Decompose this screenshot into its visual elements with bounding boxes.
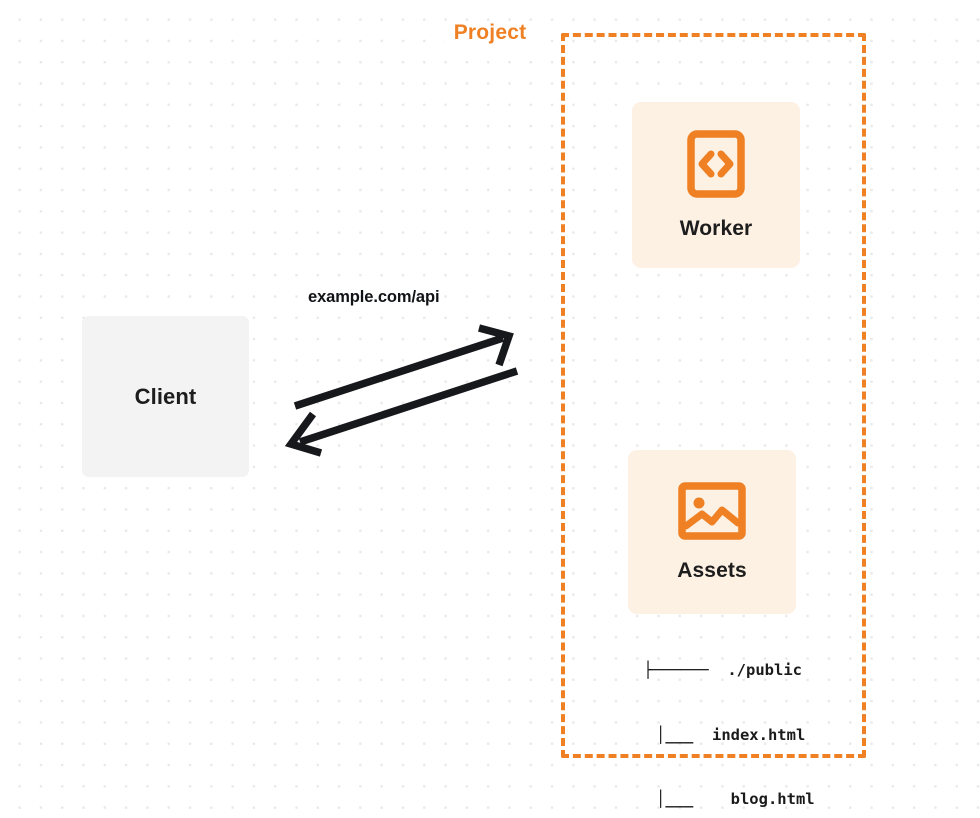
request-arrow [293, 324, 514, 410]
assets-node[interactable]: Assets [628, 450, 796, 614]
project-boundary [561, 33, 866, 758]
assets-file-tree: ├────── ./public │___ index.html │___ bl… [600, 617, 815, 818]
file-tree-line: │___ index.html [600, 725, 806, 744]
worker-node-label: Worker [679, 216, 753, 240]
assets-node-label: Assets [677, 558, 747, 582]
client-node-label: Client [134, 383, 197, 409]
response-arrow [284, 367, 519, 457]
image-icon [678, 481, 746, 545]
file-tree-line: ├────── ./public [643, 661, 802, 679]
worker-node[interactable]: Worker [632, 102, 800, 268]
code-brackets-icon [687, 129, 745, 203]
project-title: Project [444, 21, 536, 45]
connection-label: example.com/api [308, 288, 440, 306]
file-tree-line: │___ blog.html [600, 790, 815, 808]
client-node[interactable]: Client [82, 316, 249, 477]
